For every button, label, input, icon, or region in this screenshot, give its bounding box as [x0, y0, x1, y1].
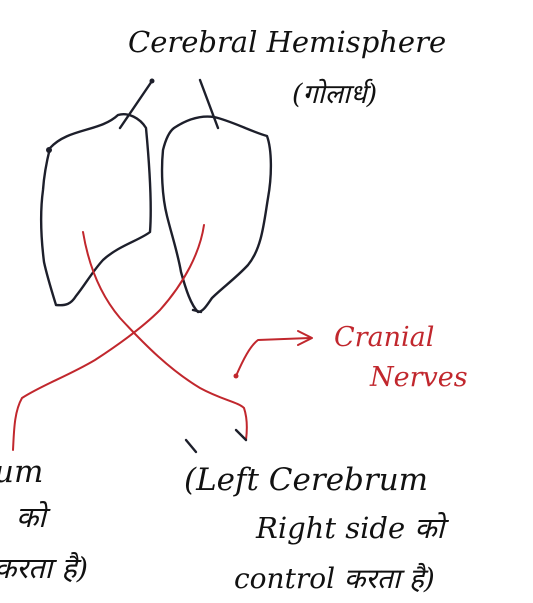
left-caption-line3: करता है) [0, 551, 88, 585]
title-pointer-right [200, 80, 218, 128]
pointer-dot-cranial [234, 374, 239, 379]
pointer-dot-left [150, 79, 155, 84]
left-caption-line1: um [0, 454, 43, 490]
right-hemisphere [162, 117, 271, 312]
title-pointer-left [120, 81, 152, 128]
tick-marks [186, 430, 246, 452]
right-caption-line1: (Left Cerebrum [184, 462, 428, 498]
cranial-label: Cranial [334, 322, 434, 353]
hemisphere-hindi-label: (गोलार्ध) [292, 78, 377, 110]
right-caption-line3: control करता है) [234, 562, 435, 595]
left-hemisphere-dot [46, 147, 52, 153]
left-caption-line2: को [16, 500, 51, 534]
nerves-label: Nerves [369, 362, 468, 393]
right-caption-line2: Right side को [255, 511, 450, 545]
nerve-left-hemisphere-to-right-side [83, 232, 247, 440]
hemisphere-title: Cerebral Hemisphere [128, 25, 446, 59]
nerve-right-hemisphere-to-left-side [13, 225, 204, 450]
